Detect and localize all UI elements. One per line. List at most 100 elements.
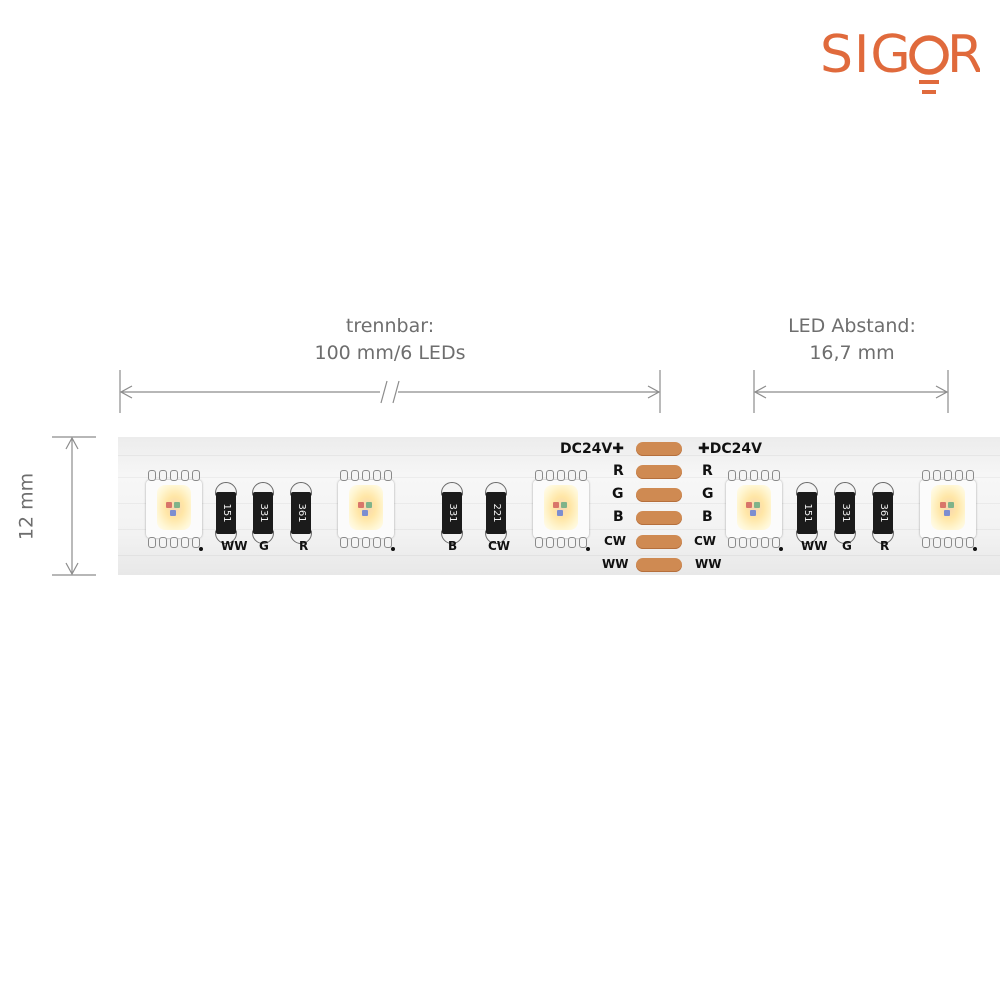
smd-led [918,466,978,548]
led-pin [966,537,974,548]
led-chip [940,502,946,508]
smd-led [144,466,204,548]
led-pin [557,470,565,481]
resistor-body [291,492,311,534]
led-chip [366,502,372,508]
channel-label: WW [221,539,248,553]
solder-pad [636,558,682,572]
channel-label: R [880,539,890,553]
led-pin [384,470,392,481]
led-pin [384,537,392,548]
smd-resistor: 151 [796,482,818,544]
smd-resistor: 221 [485,482,507,544]
led-chip [944,510,950,516]
solder-pad [636,465,682,479]
pad-label-ww-right: WW [695,557,722,571]
led-pin [373,470,381,481]
resistor-code: 331 [840,503,851,523]
led-pin [579,470,587,481]
led-pin [148,470,156,481]
led-pin [557,537,565,548]
led-pin [192,537,200,548]
led-chip [358,502,364,508]
led-pin [148,537,156,548]
strip-texture-line [118,555,1000,556]
led-pin [750,537,758,548]
led-chip [170,510,176,516]
resistor-code: 361 [878,503,889,523]
led-pin [535,537,543,548]
resistor-code: 331 [258,503,269,523]
led-pin [761,470,769,481]
led-pin [750,470,758,481]
channel-label: B [448,539,458,553]
led-pin [739,537,747,548]
pad-label-text: DC24V [709,441,762,457]
led-pin [922,470,930,481]
smd-led [531,466,591,548]
led-pin [362,537,370,548]
led-pin [772,537,780,548]
cut-length-line1: trennbar: [345,315,435,337]
led-pin [944,470,952,481]
resistor-body [253,492,273,534]
led-pin [159,537,167,548]
led-chip [561,502,567,508]
led-pin [159,470,167,481]
led-pin [351,470,359,481]
led-chip [557,510,563,516]
pad-label-text: DC24V [560,441,613,457]
smd-resistor: 331 [252,482,274,544]
resistor-code: 361 [296,503,307,523]
led-pin [739,470,747,481]
resistor-body [835,492,855,534]
channel-label: WW [801,539,828,553]
led-pin [772,470,780,481]
led-pin [966,470,974,481]
resistor-code: 151 [802,503,813,523]
led-chip [362,510,368,516]
led-spacing-line1: LED Abstand: [788,315,916,337]
led-chip [174,502,180,508]
led-chip [750,510,756,516]
plus-icon: ✚ [612,441,624,457]
resistor-body [797,492,817,534]
led-pin [170,470,178,481]
led-pin [933,470,941,481]
led-pin [170,537,178,548]
smd-resistor: 361 [290,482,312,544]
cut-length-line2: 100 mm/6 LEDs [314,342,466,364]
solder-pad [636,488,682,502]
solder-pad [636,511,682,525]
led-pin [922,537,930,548]
pad-label-cw-right: CW [694,534,717,548]
led-pin [535,470,543,481]
resistor-body [442,492,462,534]
smd-resistor: 331 [441,482,463,544]
led-pin [933,537,941,548]
solder-pad [636,535,682,549]
smd-led [724,466,784,548]
resistor-code: 331 [447,503,458,523]
led-chip [746,502,752,508]
led-pin [192,470,200,481]
pad-label-g-right: G [702,486,714,502]
led-pin [340,470,348,481]
led-pin [761,537,769,548]
plus-icon: ✚ [698,441,710,457]
led-chip [948,502,954,508]
pad-label-b-left: B [613,509,624,525]
pad-label-b-right: B [702,509,713,525]
led-pin [546,470,554,481]
led-chip [553,502,559,508]
smd-resistor: 361 [872,482,894,544]
led-chip [754,502,760,508]
led-pin [181,470,189,481]
led-pin [728,537,736,548]
polarity-dot [199,547,203,551]
led-pin [955,537,963,548]
led-pin [546,537,554,548]
led-pin [579,537,587,548]
polarity-dot [586,547,590,551]
